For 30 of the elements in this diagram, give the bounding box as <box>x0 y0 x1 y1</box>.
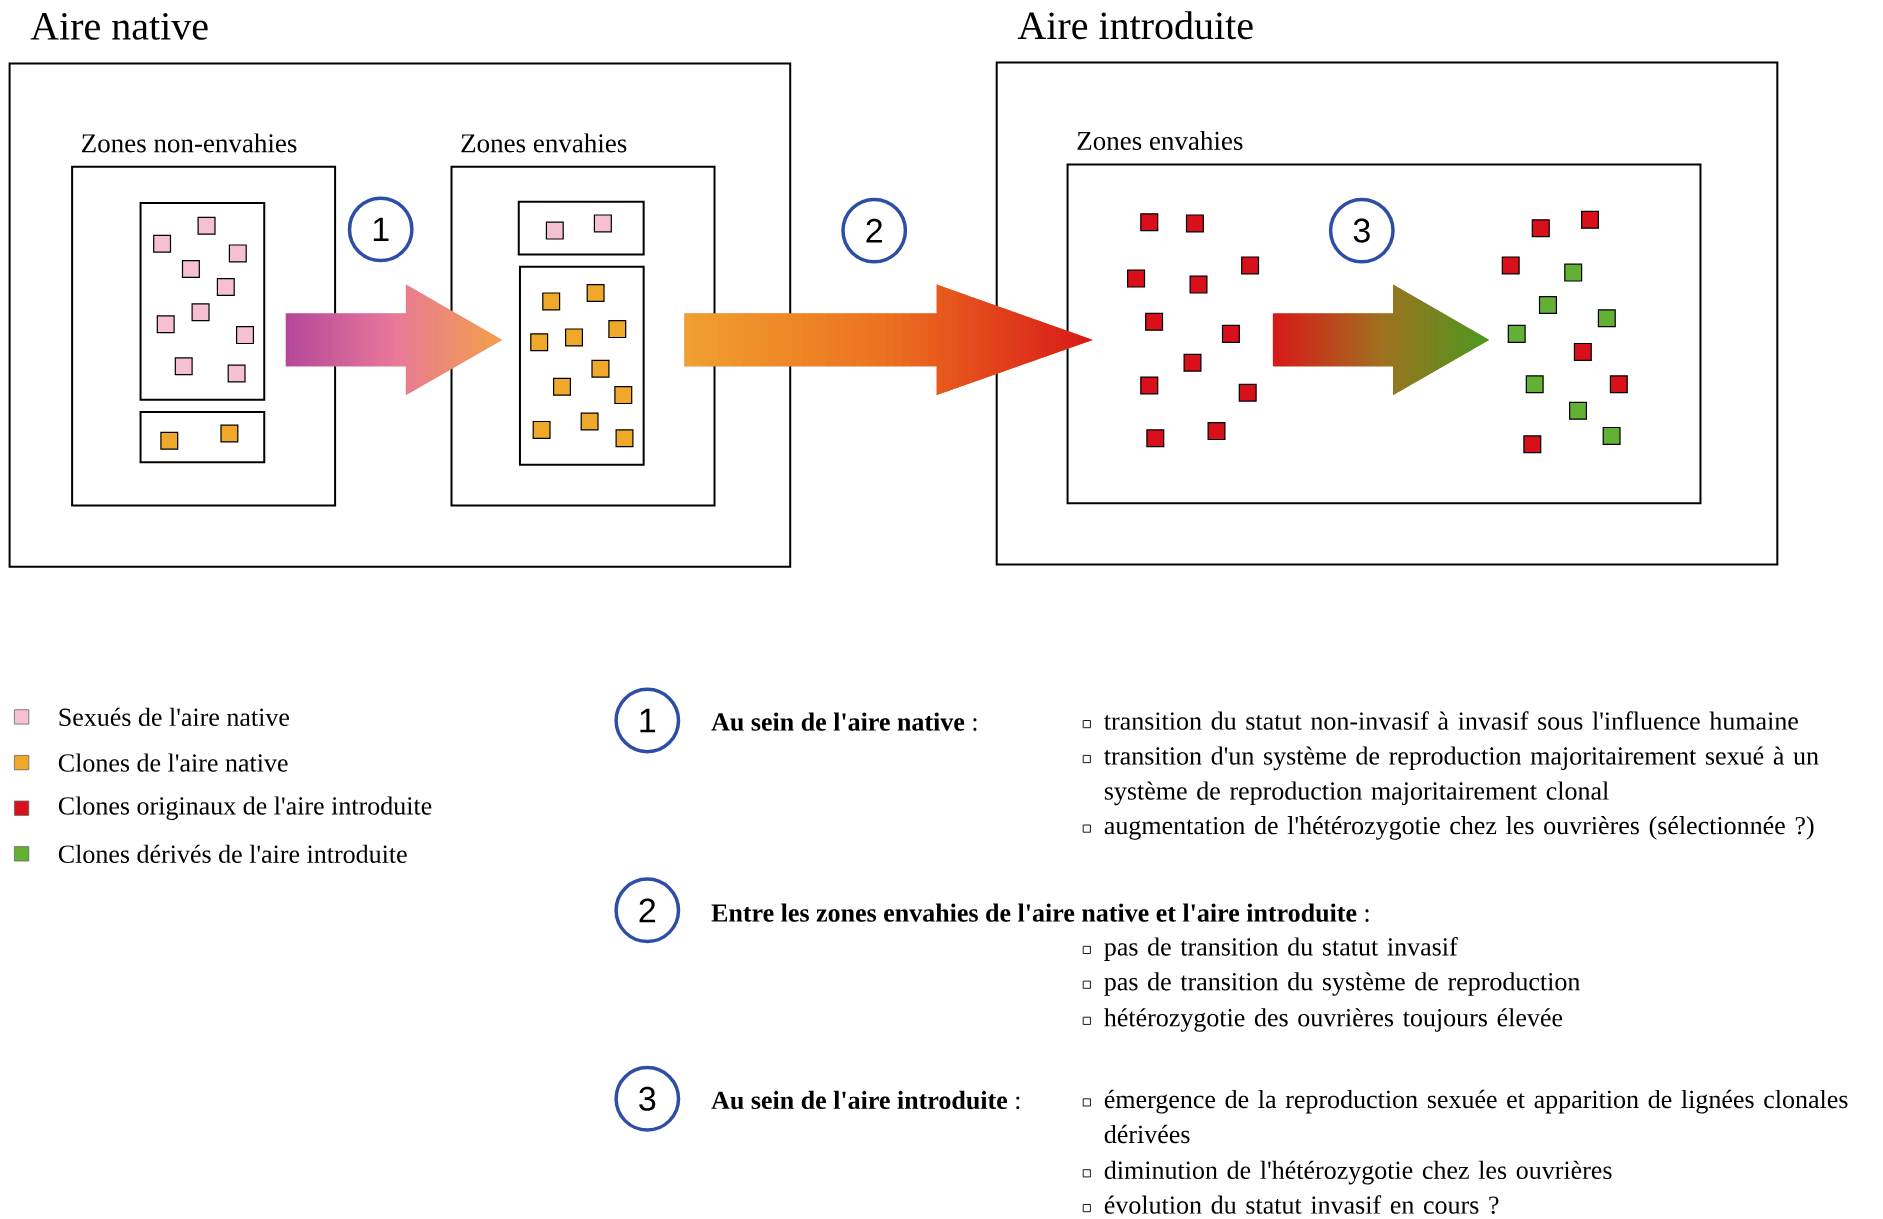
node-label: Aire introduite <box>1017 11 1253 40</box>
group-box <box>517 200 645 256</box>
node-label: Zones envahies <box>1077 131 1243 151</box>
bullet-item: transition du statut non-invasif à invasif sous l'influence humaine <box>1082 711 1798 730</box>
block-arrow <box>684 284 1093 396</box>
node-label: Zones non-envahies <box>81 133 297 153</box>
zone-box: Zones non-envahies <box>71 133 337 507</box>
group-box <box>139 410 266 464</box>
squares-drawing <box>1127 213 1260 448</box>
node-label: Zones envahies <box>461 133 627 153</box>
bullet-item: pas de transition du système de reproduction <box>1082 972 1580 996</box>
group-box <box>139 201 266 401</box>
zone-box: Zones envahies <box>450 133 716 507</box>
squares-drawing <box>1501 210 1628 454</box>
legend-label: Clones originaux de l'aire introduite <box>58 796 432 821</box>
section-heading: Entre les zones envahies de l'aire native et l'aire introduite : <box>711 903 1369 922</box>
group-box <box>518 265 645 466</box>
legend-label: Clones dérivés de l'aire introduite <box>58 844 407 863</box>
block-arrow <box>1272 284 1490 396</box>
bullet-item: diminution de l'hétérozygotie chez les ouvrières <box>1082 1160 1612 1185</box>
bullet-item: évolution du statut invasif en cours ? <box>1082 1195 1499 1214</box>
bullet-item: pas de transition du statut invasif <box>1082 937 1458 961</box>
legend-label: Sexués de l'aire native <box>59 707 289 727</box>
section-heading: Au sein de l'aire native : <box>711 712 977 731</box>
node-label: Aire native <box>30 12 208 40</box>
block-arrow <box>285 284 502 396</box>
section-heading: Au sein de l'aire introduite : <box>711 1090 1020 1110</box>
bullet-item: augmentation de l'hétérozygotie chez les ouvrières (sélectionnée ?) <box>1082 816 1814 840</box>
legend-label: Clones de l'aire native <box>58 753 288 772</box>
bullet-item: hétérozygotie des ouvrières toujours élevée <box>1082 1008 1563 1032</box>
